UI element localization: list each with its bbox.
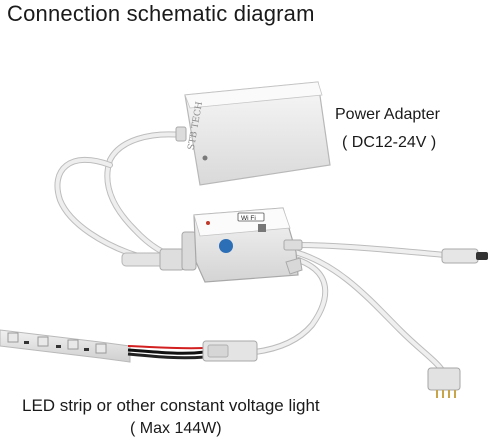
led-strip	[0, 329, 131, 363]
qr-code	[258, 224, 266, 232]
bluetooth-icon	[219, 239, 233, 253]
output-cable-left	[254, 255, 329, 355]
led-strip-label: LED strip or other constant voltage ligh…	[22, 396, 320, 415]
female-connector	[202, 340, 258, 362]
status-led-icon	[206, 221, 210, 225]
led-chip	[7, 332, 19, 343]
power-adapter-label: Power Adapter	[335, 106, 440, 123]
led-chip	[67, 339, 79, 350]
wifi-controller: Wi Fi	[181, 207, 303, 283]
diagram-title: Connection schematic diagram	[7, 1, 315, 26]
led-strip-max-power: ( Max 144W)	[130, 420, 222, 437]
strip-wires	[127, 345, 206, 360]
connector-bottom-right	[427, 367, 461, 398]
male-connector-right	[441, 248, 488, 264]
adapter-cable	[54, 131, 185, 265]
resistor	[84, 348, 89, 351]
power-adapter: STB TECH	[175, 81, 331, 186]
resistor	[24, 341, 29, 344]
resistor	[56, 345, 61, 348]
led-chip	[95, 343, 107, 354]
dc-plug	[121, 248, 185, 271]
adapter-indicator	[202, 155, 208, 161]
wifi-badge: Wi Fi	[241, 215, 256, 222]
output-cable-down	[294, 249, 445, 372]
led-chip	[37, 336, 49, 347]
output-cable-right	[294, 242, 446, 258]
power-adapter-voltage: ( DC12-24V )	[342, 134, 437, 151]
